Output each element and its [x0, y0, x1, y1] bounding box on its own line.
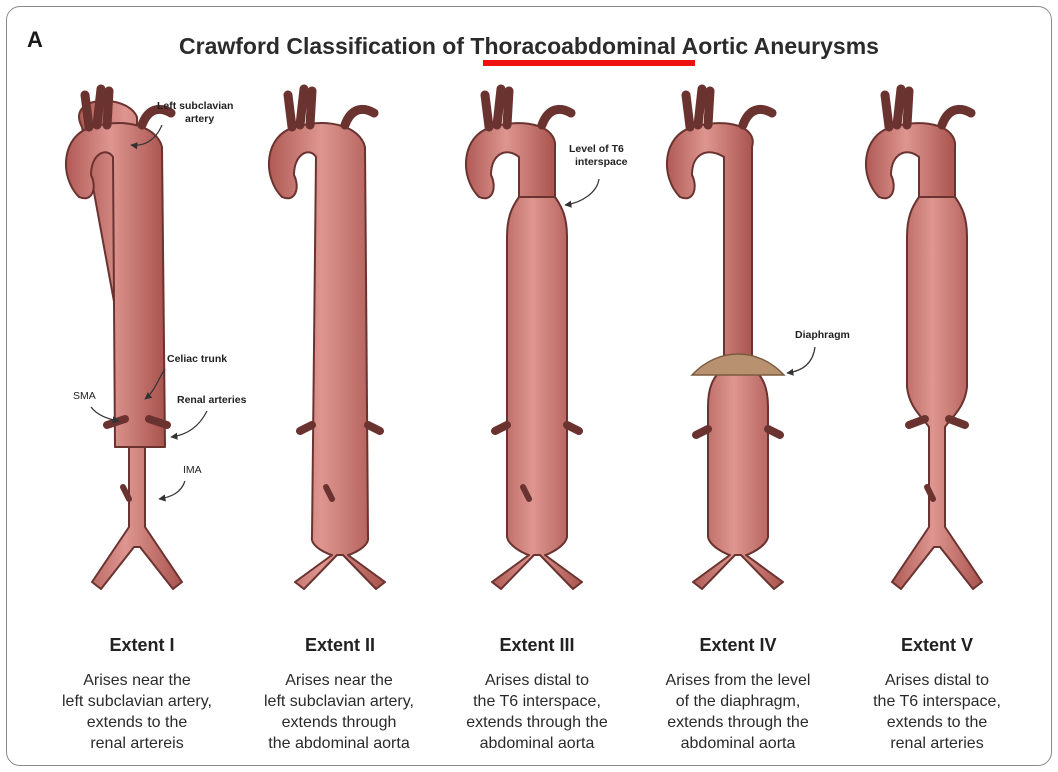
- extent-1-line-4: renal artereis: [37, 733, 237, 754]
- extent-3-line-4: abdominal aorta: [437, 733, 637, 754]
- arrow-t6: [565, 179, 599, 205]
- extent-1-description: Arises near the left subclavian artery, …: [37, 670, 237, 754]
- extent-2-description: Arises near the left subclavian artery, …: [239, 670, 439, 754]
- extent-2-line-2: left subclavian artery,: [239, 691, 439, 712]
- extent-1-title: Extent I: [47, 635, 237, 656]
- callout-renal-arteries: Renal arteries: [177, 394, 246, 406]
- extent-1-line-2: left subclavian artery,: [37, 691, 237, 712]
- extent-3-line-1: Arises distal to: [437, 670, 637, 691]
- extent-5-line-1: Arises distal to: [837, 670, 1037, 691]
- extent-4-line-3: extends through the: [638, 712, 838, 733]
- arrow-ima: [159, 481, 185, 499]
- callout-celiac-trunk: Celiac trunk: [167, 353, 227, 365]
- extent-3-description: Arises distal to the T6 interspace, exte…: [437, 670, 637, 754]
- aneurysm-sac: [693, 367, 783, 589]
- extent-2-line-3: extends through: [239, 712, 439, 733]
- diaphragm-shape: [692, 354, 784, 375]
- extent-4-title: Extent IV: [643, 635, 833, 656]
- callout-t6-2: interspace: [575, 156, 628, 168]
- callout-left-subclavian-2: artery: [185, 113, 214, 125]
- extent-2-title: Extent II: [245, 635, 435, 656]
- callout-t6-1: Level of T6: [569, 143, 624, 155]
- extent-5-line-3: extends to the: [837, 712, 1037, 733]
- extent-5-line-2: the T6 interspace,: [837, 691, 1037, 712]
- extent-3-title: Extent III: [442, 635, 632, 656]
- aorta-extent-3: [466, 89, 582, 589]
- extent-3-line-3: extends through the: [437, 712, 637, 733]
- arrow-renal: [171, 411, 207, 437]
- extent-2-line-1: Arises near the: [239, 670, 439, 691]
- callout-left-subclavian-1: Left subclavian: [157, 100, 233, 112]
- arrow-diaphragm: [787, 347, 815, 373]
- extent-4-line-4: abdominal aorta: [638, 733, 838, 754]
- extent-4-line-2: of the diaphragm,: [638, 691, 838, 712]
- callout-sma: SMA: [73, 390, 96, 402]
- aneurysm-sac: [492, 197, 582, 589]
- extent-5-description: Arises distal to the T6 interspace, exte…: [837, 670, 1037, 754]
- extent-1-line-3: extends to the: [37, 712, 237, 733]
- aneurysm-sac: [269, 123, 385, 589]
- callout-diaphragm: Diaphragm: [795, 329, 850, 341]
- aorta-extent-4: [667, 89, 784, 589]
- extent-3-line-2: the T6 interspace,: [437, 691, 637, 712]
- extent-4-description: Arises from the level of the diaphragm, …: [638, 670, 838, 754]
- aorta-extent-1: [66, 89, 182, 589]
- aorta-extent-5: [866, 89, 982, 589]
- callout-ima: IMA: [183, 464, 202, 476]
- aorta-extent-2: [269, 89, 385, 589]
- extent-4-line-1: Arises from the level: [638, 670, 838, 691]
- extent-5-title: Extent V: [842, 635, 1032, 656]
- extent-2-line-4: the abdominal aorta: [239, 733, 439, 754]
- aneurysm-sac: [892, 197, 982, 589]
- extent-5-line-4: renal arteries: [837, 733, 1037, 754]
- figure-frame: A Crawford Classification of Thoracoabdo…: [6, 6, 1052, 766]
- extent-1-line-1: Arises near the: [37, 670, 237, 691]
